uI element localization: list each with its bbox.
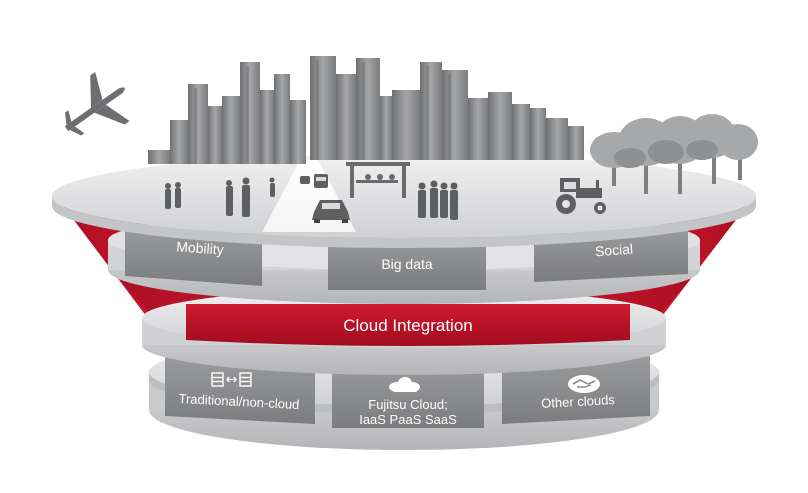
city-skyline [148, 56, 584, 164]
people-icon [165, 177, 275, 217]
cloud-integration-band [186, 304, 630, 346]
bus-stop-icon [346, 162, 410, 198]
fujitsu-cloud-label-line2: IaaS PaaS SaaS [359, 412, 457, 427]
handshake-icon [568, 375, 600, 393]
fujitsu-cloud-panel [332, 362, 484, 428]
fujitsu-cloud-label-line1: Fujitsu Cloud; [368, 397, 448, 412]
mobility-panel [125, 228, 262, 286]
tractor-icon [556, 178, 606, 214]
trees-icon [590, 114, 758, 194]
big-data-label: Big data [381, 256, 433, 272]
car-icon [312, 200, 350, 223]
server-icon [211, 372, 252, 387]
airplane-icon [64, 71, 130, 136]
cloud-icon [389, 377, 420, 392]
big-data-panel [328, 236, 486, 290]
traditional-panel [165, 356, 315, 424]
bus-icon [300, 174, 328, 188]
skyline-shading [194, 60, 451, 164]
cloud-integration-label: Cloud Integration [343, 316, 473, 335]
people-group-icon [418, 180, 458, 220]
